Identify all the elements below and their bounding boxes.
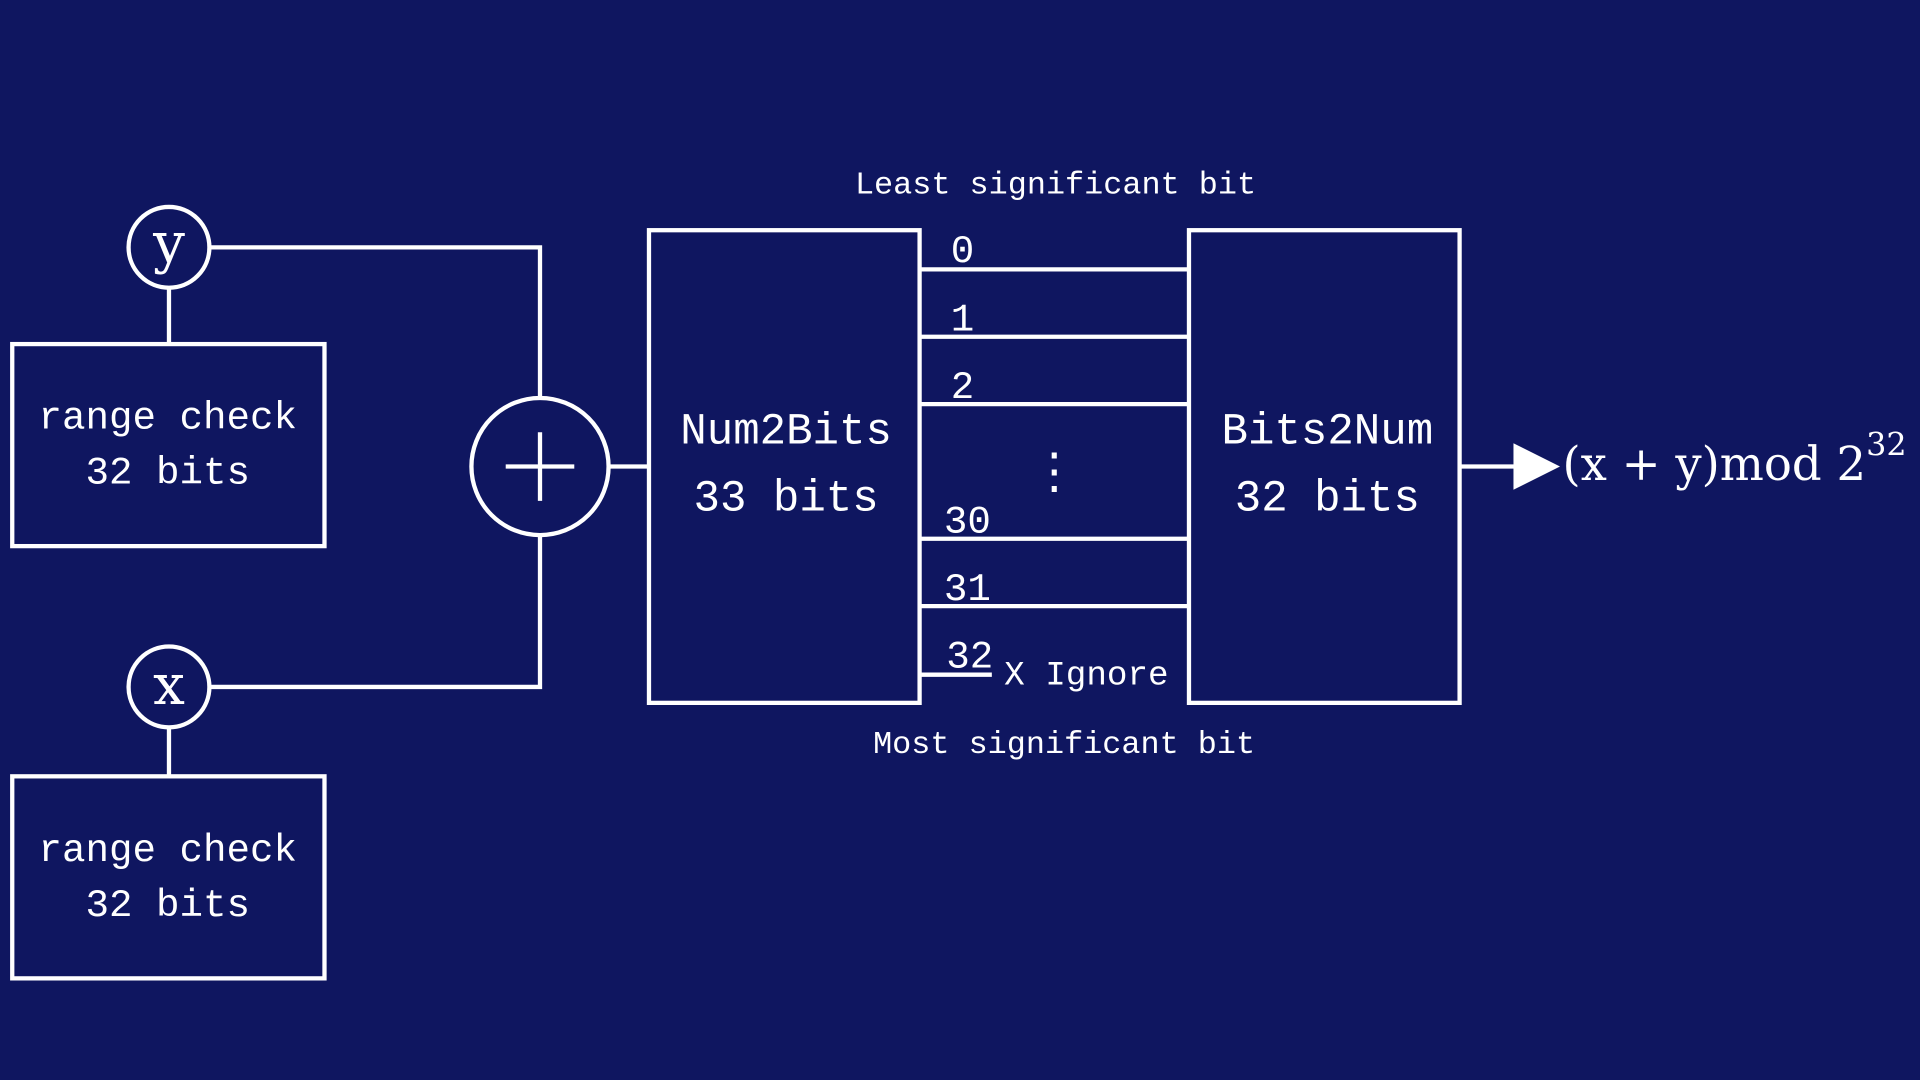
arrow-head-icon bbox=[1513, 443, 1560, 490]
bits2num-bits: 32 bits bbox=[1235, 475, 1420, 525]
num2bits-box: Num2Bits 33 bits bbox=[646, 228, 922, 705]
ignore-label: X Ignore bbox=[1004, 656, 1169, 695]
range-check-x-label: range check bbox=[38, 828, 297, 873]
lsb-label: Least significant bit bbox=[855, 167, 1256, 203]
msb-label: Most significant bit bbox=[873, 727, 1255, 763]
output-expression: (x + y)mod 232 bbox=[1562, 426, 1906, 491]
bit-label-30: 30 bbox=[944, 500, 991, 545]
bits2num-label: Bits2Num bbox=[1222, 407, 1434, 457]
wire-y-to-adder bbox=[209, 245, 543, 398]
num2bits-label: Num2Bits bbox=[680, 407, 892, 457]
bit-label-2: 2 bbox=[951, 365, 975, 410]
input-x-label: x bbox=[153, 653, 185, 718]
bit-label-31: 31 bbox=[944, 567, 991, 612]
bit-label-1: 1 bbox=[951, 298, 975, 343]
output-expr: (x + y)mod 2 bbox=[1562, 437, 1866, 491]
wire-x-to-adder bbox=[209, 536, 543, 690]
bit-lines bbox=[919, 267, 1189, 677]
range-check-x-box: range check 32 bits bbox=[10, 774, 327, 981]
bits2num-box: Bits2Num 32 bits bbox=[1186, 228, 1462, 705]
bit-label-0: 0 bbox=[951, 229, 975, 274]
range-check-x-bits: 32 bits bbox=[85, 883, 250, 928]
output-exponent: 32 bbox=[1866, 426, 1907, 464]
bit-label-32: 32 bbox=[946, 634, 993, 679]
range-check-y-bits: 32 bits bbox=[85, 451, 250, 496]
ellipsis: ⋮ bbox=[1030, 442, 1079, 499]
range-check-y-box: range check 32 bits bbox=[10, 341, 327, 549]
num2bits-bits: 33 bits bbox=[694, 475, 879, 525]
range-check-y-label: range check bbox=[38, 396, 297, 441]
input-y-label: y bbox=[152, 211, 185, 276]
